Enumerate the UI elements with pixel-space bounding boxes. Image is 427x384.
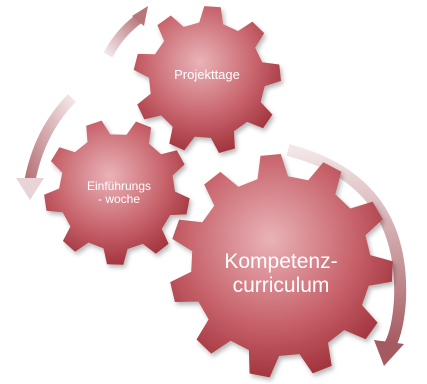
gear-projekttage xyxy=(133,6,281,153)
arrow-left-counterclockwise xyxy=(24,94,76,182)
gear-kompetenzcurriculum xyxy=(170,154,393,378)
arrow-right-head xyxy=(374,340,404,366)
einfuehrungswoche-line2: - woche xyxy=(97,192,141,207)
arrow-top-clockwise xyxy=(103,13,143,58)
projekttage-text: Projekttage xyxy=(174,67,240,82)
gear-einfuehrungswoche xyxy=(44,120,190,265)
kompetenzcurriculum-line2: curriculum xyxy=(232,273,330,297)
arrow-top-head xyxy=(132,6,148,26)
kompetenzcurriculum-line1: Kompetenz- xyxy=(224,250,338,273)
einfuehrungswoche-line1: Einführungs xyxy=(86,179,152,193)
arrow-left-head xyxy=(16,178,44,200)
gear-label-kompetenzcurriculum: Kompetenz- curriculum xyxy=(201,250,361,297)
gear-label-einfuehrungswoche: Einführungs - woche xyxy=(64,179,174,207)
gear-label-projekttage: Projekttage xyxy=(152,67,262,83)
